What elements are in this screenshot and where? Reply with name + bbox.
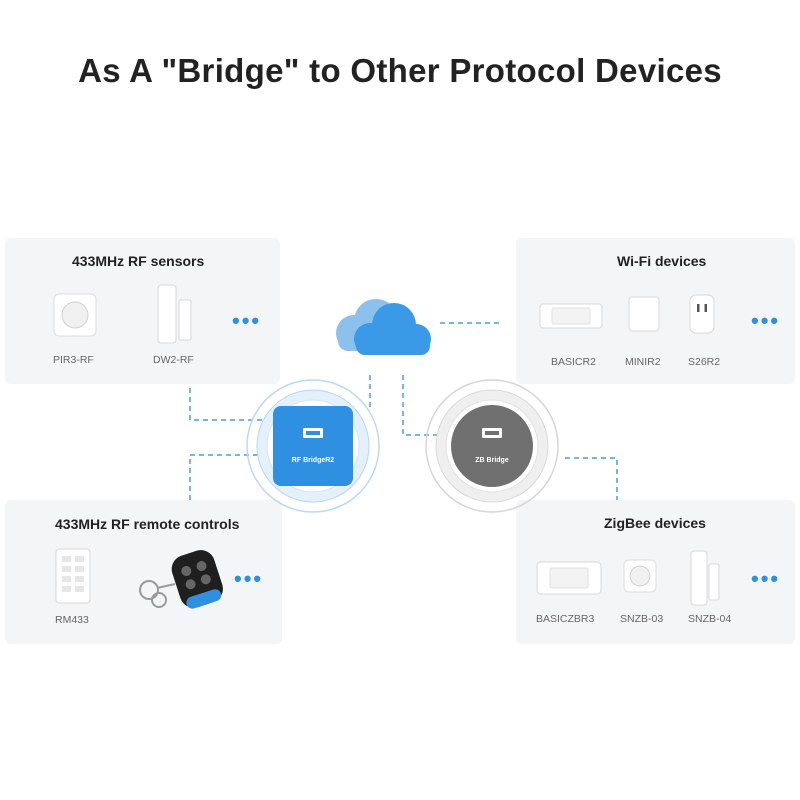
link-cloud-zb [402, 375, 440, 436]
more-devices-icon: ••• [751, 566, 781, 591]
device-label: PIR3-RF [53, 354, 94, 366]
door-window-sensor-icon [157, 284, 192, 344]
link-zb-zigbee [565, 457, 618, 500]
device-label: BASICR2 [551, 356, 596, 368]
device-label: SNZB-04 [688, 613, 732, 625]
device-label: RM433 [55, 614, 89, 626]
panel-title: Wi-Fi devices [617, 253, 707, 269]
device-label: SNZB-03 [620, 613, 664, 625]
device-label: DW2-RF [153, 354, 194, 366]
more-devices-icon: ••• [234, 566, 264, 591]
rf-bridge-hub [246, 379, 380, 513]
device-label: S26R2 [688, 356, 721, 368]
zigbee-door-sensor-icon [690, 550, 720, 606]
panel-title: 433MHz RF sensors [72, 253, 205, 269]
panel-wifi-devices: Wi-Fi devices BASICR2 MINIR2 S26R2 ••• [516, 238, 795, 384]
panel-title: ZigBee devices [604, 515, 706, 531]
panel-rf-remote-controls: 433MHz RF remote controls RM433 ••• [5, 500, 282, 644]
basic-switch-icon [539, 303, 603, 329]
zigbee-motion-sensor-icon [623, 559, 657, 593]
motion-sensor-icon [53, 293, 97, 337]
mini-switch-icon [628, 296, 660, 332]
device-label: BASICZBR3 [536, 613, 595, 625]
panel-rf-sensors: 433MHz RF sensors PIR3-RF DW2-RF ••• [5, 238, 280, 384]
page-title: As A "Bridge" to Other Protocol Devices [78, 52, 722, 89]
cloud-icon [336, 299, 431, 355]
panel-title: 433MHz RF remote controls [55, 516, 240, 532]
wall-remote-icon [55, 548, 91, 604]
link-rf-remotes [189, 454, 290, 500]
panel-zigbee-devices: ZigBee devices BASICZBR3 SNZB-03 SNZB-04… [516, 500, 795, 644]
link-rf-sensors [189, 388, 290, 421]
device-label: MINIR2 [625, 356, 661, 368]
more-devices-icon: ••• [751, 308, 781, 333]
zb-bridge-hub [425, 379, 559, 513]
more-devices-icon: ••• [232, 308, 262, 333]
zb-bridge-label: ZB Bridge [475, 457, 509, 464]
zigbee-switch-icon [536, 561, 602, 595]
smart-plug-icon [689, 294, 715, 334]
rf-bridge-label: RF BridgeR2 [291, 457, 335, 464]
keyfob-remote-icon [139, 550, 223, 609]
